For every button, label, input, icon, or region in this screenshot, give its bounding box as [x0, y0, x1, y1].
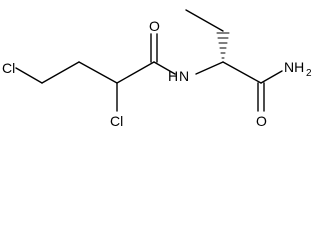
bond-carbamoyl-nh2 — [260, 70, 283, 84]
bond-ch2-ch3 — [185, 9, 224, 32]
molecule-diagram: Cl Cl O N H O NH 2 — [2, 9, 312, 129]
atom-label-nh2-subscript: 2 — [306, 68, 312, 79]
structure-canvas: Cl Cl O N H O NH 2 — [2, 9, 312, 129]
bond-chcl-carbonyl — [116, 61, 155, 84]
atom-label-cl-left: Cl — [2, 60, 15, 76]
bond-n-chiral — [195, 61, 224, 75]
atom-label-o-amide: O — [149, 18, 160, 34]
hashed-wedge-bond — [216, 32, 230, 59]
bond-cl-ch2 — [15, 67, 43, 84]
atom-label-n: N — [179, 68, 189, 84]
atom-label-cl-lower: Cl — [110, 113, 123, 129]
atom-label-h: H — [168, 68, 178, 84]
atom-label-nh2: NH — [284, 59, 304, 75]
bond-ch2-ch2 — [41, 61, 80, 84]
atom-label-o-carbamoyl: O — [256, 113, 267, 129]
bond-carbonyl-n — [153, 61, 176, 75]
bond-chiral-carbamoyl — [222, 61, 262, 84]
bond-ch2-chcl — [78, 61, 118, 84]
